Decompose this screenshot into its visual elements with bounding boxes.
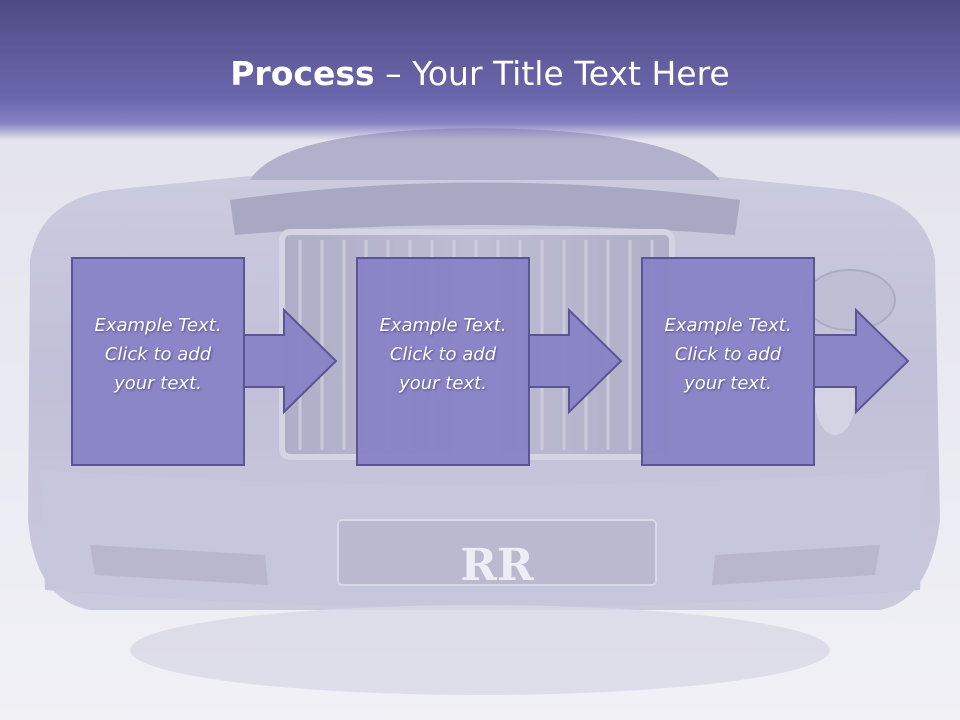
process-step-1-text[interactable]: Example Text. Click to add your text. <box>94 315 222 394</box>
process-step-2-shape[interactable] <box>356 257 623 466</box>
process-step-3-text[interactable]: Example Text. Click to add your text. <box>664 315 792 394</box>
slide-title[interactable]: Process – Your Title Text Here <box>0 50 960 98</box>
process-step-3-shape[interactable] <box>641 257 910 466</box>
process-step-2-text[interactable]: Example Text. Click to add your text. <box>379 315 507 394</box>
rr-emblem: RR <box>460 540 534 591</box>
process-step-1-shape[interactable] <box>71 257 338 466</box>
title-bar <box>0 0 960 140</box>
title-bold-part: Process <box>230 54 375 93</box>
title-rest-part: – Your Title Text Here <box>374 54 730 93</box>
